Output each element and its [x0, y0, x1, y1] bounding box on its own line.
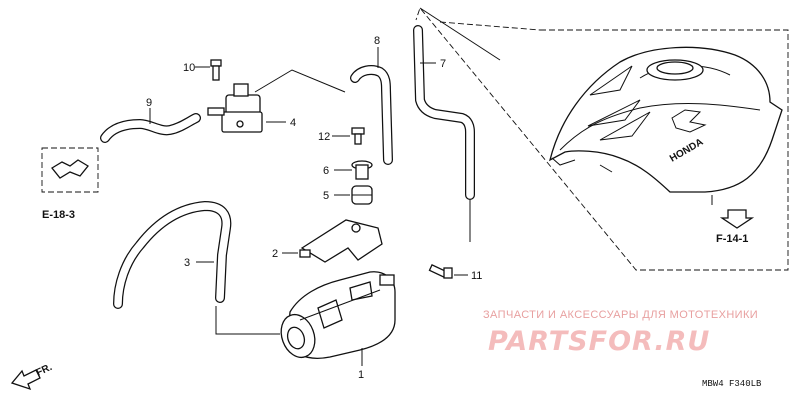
ref-box-left — [41, 147, 99, 193]
part-label-6: 6 — [323, 165, 329, 177]
part-label-3: 3 — [184, 257, 190, 269]
part-label-11: 11 — [471, 270, 482, 282]
bolt-11 — [428, 264, 453, 279]
hose-8 — [350, 65, 393, 165]
part-label-1: 1 — [358, 369, 364, 381]
fuel-tank: HONDA — [549, 46, 783, 193]
watermark-logo: PARTSFOR.RU — [488, 326, 710, 357]
part-label-9: 9 — [146, 97, 152, 109]
part-label-8: 8 — [374, 35, 380, 47]
ref-e-18-3: E-18-3 — [42, 209, 75, 221]
bracket-2 — [299, 219, 383, 263]
watermark-tagline: ЗАПЧАСТИ И АКСЕССУАРЫ ДЛЯ МОТОТЕХНИКИ — [483, 309, 758, 321]
hose-7 — [413, 25, 475, 200]
part-label-4: 4 — [290, 117, 296, 129]
ref-arrow-down-icon — [719, 209, 755, 229]
valve-4 — [207, 83, 263, 133]
hose-9 — [100, 113, 201, 143]
bolt-10 — [210, 59, 222, 81]
part-label-12: 12 — [318, 131, 330, 143]
part-label-2: 2 — [272, 248, 278, 260]
bolt-12 — [351, 127, 365, 145]
part-label-10: 10 — [183, 62, 195, 74]
front-direction-arrow-icon — [10, 369, 41, 391]
grommet-5 — [351, 185, 373, 205]
part-label-7: 7 — [440, 58, 446, 70]
tee-fitting-icon — [51, 159, 89, 179]
hose-3 — [113, 201, 232, 309]
collar-6 — [351, 160, 373, 180]
ref-f-14-1: F-14-1 — [716, 233, 748, 245]
diagram-code: MBW4 F340LB — [702, 379, 762, 389]
direction-label: FR. — [35, 362, 54, 379]
canister-1 — [280, 271, 396, 359]
fuel-tank-group-box — [415, 7, 789, 271]
part-label-5: 5 — [323, 190, 329, 202]
